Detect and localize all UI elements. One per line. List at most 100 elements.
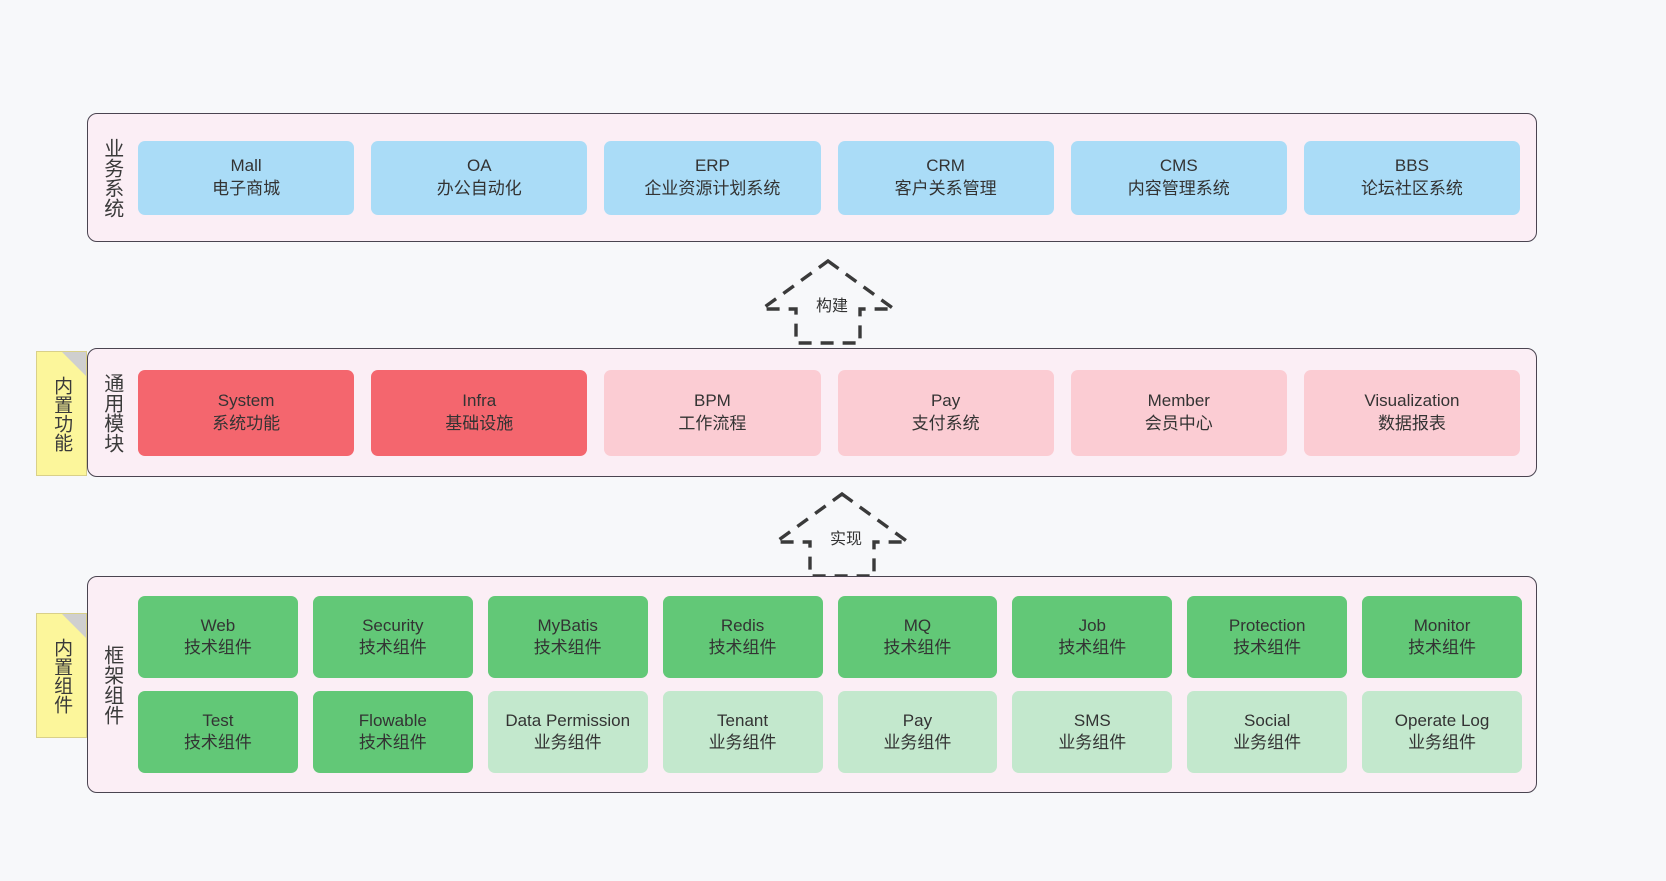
connector-implement-label: 实现 bbox=[828, 525, 865, 549]
card-title: Monitor bbox=[1413, 615, 1471, 635]
card-subtitle: 会员中心 bbox=[1144, 413, 1213, 433]
card-subtitle: 技术组件 bbox=[1408, 638, 1477, 657]
card-subtitle: 业务组件 bbox=[708, 733, 777, 752]
card-visualization[interactable]: Visualization 数据报表 bbox=[1303, 369, 1521, 456]
card-subtitle: 技术组件 bbox=[883, 638, 952, 657]
card-title: MyBatis bbox=[537, 615, 598, 635]
card-test[interactable]: Test 技术组件 bbox=[138, 691, 298, 773]
card-title: Flowable bbox=[358, 710, 427, 730]
card-operate-log[interactable]: Operate Log 业务组件 bbox=[1362, 691, 1522, 773]
card-title: Pay bbox=[902, 710, 933, 730]
card-title: BBS bbox=[1394, 156, 1429, 176]
card-monitor[interactable]: Monitor 技术组件 bbox=[1362, 596, 1522, 678]
card-mall[interactable]: Mall 电子商城 bbox=[138, 140, 355, 215]
card-subtitle: 业务组件 bbox=[883, 733, 952, 752]
connector-build-label: 构建 bbox=[814, 292, 851, 316]
card-subtitle: 业务组件 bbox=[1233, 733, 1302, 752]
card-title: CMS bbox=[1159, 156, 1198, 176]
card-subtitle: 技术组件 bbox=[533, 638, 602, 657]
card-title: Visualization bbox=[1364, 391, 1460, 411]
layer-title-framework: 框架组件 bbox=[100, 644, 123, 725]
card-job[interactable]: Job 技术组件 bbox=[1012, 596, 1173, 678]
framework-component-grid: Web 技术组件 Security 技术组件 MyBatis 技术组件 Redi… bbox=[138, 596, 1522, 773]
dashed-generalization-arrow-icon bbox=[756, 258, 900, 345]
card-title: Member bbox=[1147, 391, 1210, 411]
card-protection[interactable]: Protection 技术组件 bbox=[1187, 596, 1348, 678]
card-title: Security bbox=[362, 615, 424, 635]
card-security[interactable]: Security 技术组件 bbox=[312, 596, 473, 678]
card-title: Redis bbox=[720, 615, 765, 635]
card-title: Infra bbox=[462, 391, 497, 411]
card-subtitle: 支付系统 bbox=[911, 413, 980, 433]
card-pay-component[interactable]: Pay 业务组件 bbox=[837, 691, 998, 773]
card-subtitle: 客户关系管理 bbox=[894, 178, 997, 198]
layer-common-modules: 通用模块 System 系统功能 Infra 基础设施 BPM 工作流程 Pay… bbox=[87, 348, 1537, 477]
card-subtitle: 内容管理系统 bbox=[1127, 178, 1230, 198]
card-subtitle: 系统功能 bbox=[212, 413, 281, 433]
card-crm[interactable]: CRM 客户关系管理 bbox=[837, 140, 1054, 215]
layer-title-business: 业务系统 bbox=[100, 137, 123, 218]
card-subtitle: 业务组件 bbox=[1408, 733, 1477, 752]
layer-framework-components: 框架组件 Web 技术组件 Security 技术组件 MyBatis 技术组件… bbox=[87, 576, 1537, 793]
layer-body-modules: System 系统功能 Infra 基础设施 BPM 工作流程 Pay 支付系统… bbox=[134, 349, 1536, 476]
card-title: CRM bbox=[926, 156, 965, 176]
card-title: Test bbox=[202, 710, 234, 730]
card-subtitle: 技术组件 bbox=[183, 638, 252, 657]
card-subtitle: 办公自动化 bbox=[436, 178, 522, 198]
sticky-note-label: 内置组件 bbox=[51, 637, 73, 714]
card-title: Tenant bbox=[717, 710, 769, 730]
card-subtitle: 企业资源计划系统 bbox=[644, 178, 781, 198]
sticky-note-builtin-functions: 内置功能 bbox=[36, 351, 87, 476]
card-bbs[interactable]: BBS 论坛社区系统 bbox=[1303, 140, 1521, 215]
card-subtitle: 业务组件 bbox=[533, 733, 602, 752]
card-title: MQ bbox=[903, 615, 932, 635]
layer-body-framework: Web 技术组件 Security 技术组件 MyBatis 技术组件 Redi… bbox=[134, 577, 1536, 792]
card-title: Pay bbox=[930, 391, 961, 411]
card-pay-module[interactable]: Pay 支付系统 bbox=[837, 369, 1054, 456]
card-title: ERP bbox=[694, 156, 730, 176]
card-redis[interactable]: Redis 技术组件 bbox=[662, 596, 823, 678]
card-subtitle: 技术组件 bbox=[358, 638, 427, 657]
layer-body-business: Mall 电子商城 OA 办公自动化 ERP 企业资源计划系统 CRM 客户关系… bbox=[134, 114, 1536, 241]
card-title: Mall bbox=[230, 156, 262, 176]
card-subtitle: 论坛社区系统 bbox=[1360, 178, 1463, 198]
card-subtitle: 业务组件 bbox=[1058, 733, 1127, 752]
card-title: Operate Log bbox=[1394, 710, 1490, 730]
card-title: Job bbox=[1078, 615, 1107, 635]
card-subtitle: 技术组件 bbox=[1058, 638, 1127, 657]
sticky-note-builtin-components: 内置组件 bbox=[36, 613, 87, 738]
card-title: Web bbox=[200, 615, 236, 635]
card-title: Protection bbox=[1228, 615, 1306, 635]
card-flowable[interactable]: Flowable 技术组件 bbox=[312, 691, 473, 773]
card-erp[interactable]: ERP 企业资源计划系统 bbox=[604, 140, 821, 215]
card-title: BPM bbox=[694, 391, 731, 411]
card-system[interactable]: System 系统功能 bbox=[138, 369, 355, 456]
connector-build-arrow: 构建 bbox=[748, 255, 908, 345]
sticky-note-label: 内置功能 bbox=[51, 375, 73, 452]
card-data-permission[interactable]: Data Permission 业务组件 bbox=[487, 691, 648, 773]
card-subtitle: 技术组件 bbox=[183, 733, 252, 752]
card-oa[interactable]: OA 办公自动化 bbox=[371, 140, 588, 215]
card-title: System bbox=[217, 391, 275, 411]
card-subtitle: 基础设施 bbox=[445, 413, 514, 433]
card-tenant[interactable]: Tenant 业务组件 bbox=[662, 691, 823, 773]
layer-title-modules: 通用模块 bbox=[100, 372, 123, 453]
layer-business-systems: 业务系统 Mall 电子商城 OA 办公自动化 ERP 企业资源计划系统 CRM… bbox=[87, 113, 1537, 242]
card-sms[interactable]: SMS 业务组件 bbox=[1012, 691, 1173, 773]
card-subtitle: 技术组件 bbox=[708, 638, 777, 657]
card-social[interactable]: Social 业务组件 bbox=[1187, 691, 1348, 773]
card-title: SMS bbox=[1073, 710, 1111, 730]
card-subtitle: 数据报表 bbox=[1377, 413, 1446, 433]
card-member[interactable]: Member 会员中心 bbox=[1070, 369, 1287, 456]
card-subtitle: 电子商城 bbox=[212, 178, 281, 198]
card-subtitle: 技术组件 bbox=[1233, 638, 1302, 657]
card-infra[interactable]: Infra 基础设施 bbox=[371, 369, 588, 456]
card-title: Social bbox=[1244, 710, 1291, 730]
card-subtitle: 技术组件 bbox=[358, 733, 427, 752]
connector-implement-arrow: 实现 bbox=[762, 488, 922, 578]
card-bpm[interactable]: BPM 工作流程 bbox=[604, 369, 821, 456]
card-cms[interactable]: CMS 内容管理系统 bbox=[1070, 140, 1287, 215]
card-mybatis[interactable]: MyBatis 技术组件 bbox=[487, 596, 648, 678]
card-mq[interactable]: MQ 技术组件 bbox=[837, 596, 998, 678]
card-web[interactable]: Web 技术组件 bbox=[138, 596, 298, 678]
